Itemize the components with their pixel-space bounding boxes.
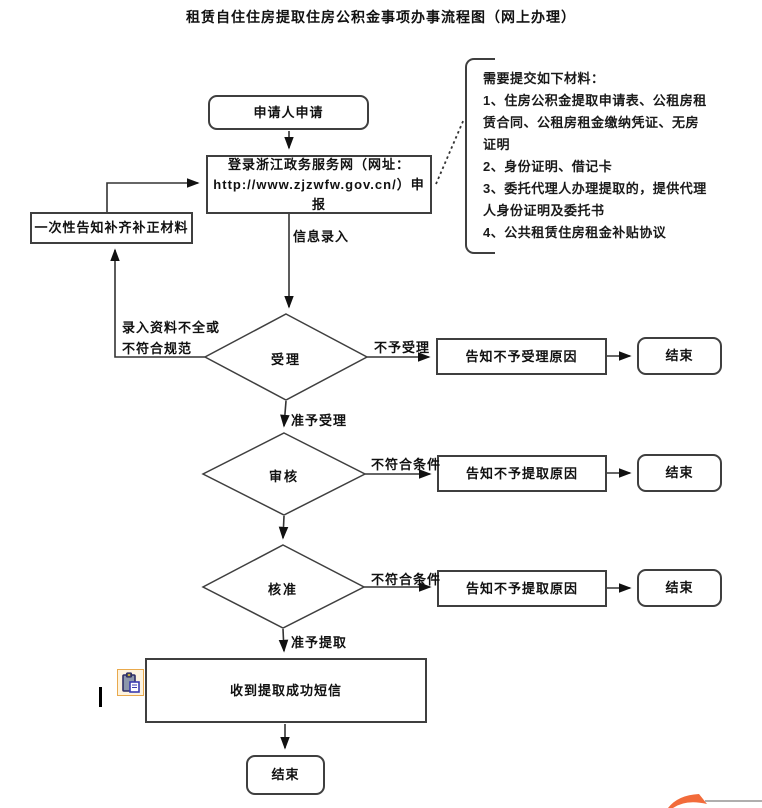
dashed-connector-to-note (435, 118, 465, 185)
orange-swoosh-shape (668, 794, 707, 808)
approve-diamond-label: 核准 (267, 582, 298, 597)
label-not-accepted: 不予受理 (374, 340, 431, 355)
node-start: 申请人申请 (208, 95, 369, 130)
paste-options-button[interactable] (117, 669, 144, 696)
accept-diamond-label: 受理 (270, 352, 301, 367)
node-login-portal: 登录浙江政务服务网（网址： http://www.zjzwfw.gov.cn/）… (206, 155, 432, 214)
edge-notify-to-login (106, 178, 200, 212)
node-reject-extract-reason-2: 告知不予提取原因 (437, 570, 607, 607)
note-bracket (465, 58, 495, 254)
label-accepted: 准予受理 (291, 413, 348, 428)
node-reject-extract-reason-1: 告知不予提取原因 (437, 455, 607, 492)
label-info-entry: 信息录入 (293, 229, 350, 244)
label-not-qualified-2: 不符合条件 (371, 572, 442, 587)
label-incomplete-data: 录入资料不全或 不符合规范 (122, 320, 221, 356)
node-end-2: 结束 (637, 454, 722, 492)
node-end-4: 结束 (246, 755, 325, 795)
node-reject-accept-reason: 告知不予受理原因 (436, 338, 607, 375)
edge-accept-to-review (280, 400, 290, 428)
node-sms-success: 收到提取成功短信 (145, 658, 427, 723)
label-extract-allowed: 准予提取 (291, 635, 348, 650)
paste-clipboard-icon (122, 672, 140, 693)
label-not-qualified-1: 不符合条件 (371, 457, 442, 472)
i-beam-cursor (99, 687, 102, 707)
edge-approve-to-sms (278, 628, 289, 653)
node-notify-supplement: 一次性告知补齐补正材料 (30, 212, 193, 244)
review-diamond-label: 审核 (268, 469, 299, 484)
node-end-1: 结束 (637, 337, 722, 375)
page-title: 租赁自住住房提取住房公积金事项办事流程图（网上办理） (186, 9, 576, 25)
node-end-3: 结束 (637, 569, 722, 607)
note-required-materials: 需要提交如下材料： 1、住房公积金提取申请表、公租房租 赁合同、公租房租金缴纳凭… (483, 71, 707, 240)
edge-review-to-approve (278, 515, 289, 540)
